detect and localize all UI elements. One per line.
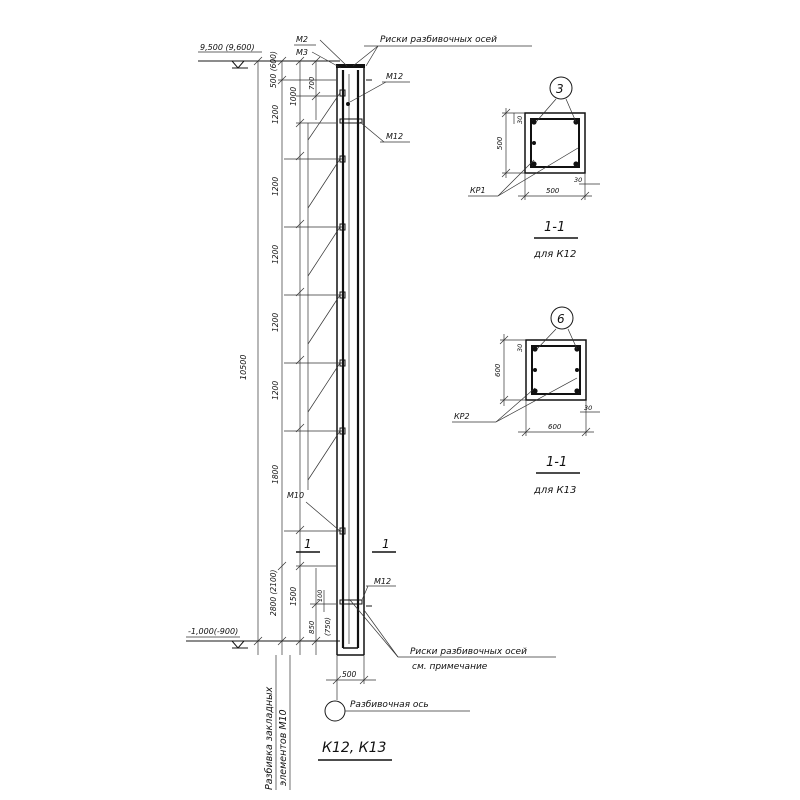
embedded-note-2: элементов М10 <box>278 709 289 786</box>
layout-axis: Разбивочная ось <box>324 684 470 722</box>
m10-label: M10 <box>287 491 304 500</box>
section-marker-right: 1 <box>382 537 390 551</box>
axis-label: Разбивочная ось <box>350 700 429 710</box>
column-title-text: К12, К13 <box>322 740 386 756</box>
section-k13-cage: КР2 <box>454 412 470 421</box>
section-k13-title: 1-1 <box>546 455 567 470</box>
dim-100: 100 <box>316 590 324 602</box>
column-width-label: 500 <box>342 670 357 679</box>
dim-spacing-3: 1200 <box>271 245 280 264</box>
section-cut-markers: 1 1 <box>296 537 396 553</box>
section-k13-bubble <box>550 306 574 330</box>
m12-lower-label: M12 <box>374 577 391 586</box>
dim-spacing-6: 1800 <box>271 465 280 484</box>
section-k13-cover-top: 30 <box>516 344 524 352</box>
axis-bubble <box>324 700 346 722</box>
column-title: К12, К13 <box>318 740 392 761</box>
dim-spacing-5: 1200 <box>271 381 280 400</box>
section-k12-cage: КР1 <box>470 186 486 195</box>
dim-750: (750) <box>324 617 332 636</box>
m3-label: M3 <box>296 48 308 57</box>
section-k12: 3 500 30 500 30 КР1 1-1 для К12 <box>468 76 600 260</box>
marks-bottom-note-1: Риски разбивочных осей <box>410 647 527 657</box>
dim-total: 10500 <box>239 355 248 380</box>
section-k12-subtitle: для К12 <box>533 249 576 260</box>
section-k12-number: 3 <box>556 82 564 96</box>
section-k12-height: 500 <box>496 136 504 150</box>
marks-bottom-note-2: см. примечание <box>412 662 488 672</box>
dim-spacing-1: 1200 <box>271 105 280 124</box>
bottom-elevation-label: -1,000(-900) <box>188 627 238 636</box>
dim-spacing-4: 1200 <box>271 313 280 332</box>
dim-850: 850 <box>308 620 316 634</box>
section-k13-subtitle: для К13 <box>533 485 576 496</box>
m2-label: M2 <box>296 35 308 44</box>
section-k13-number: 6 <box>557 312 565 326</box>
dim-700: 700 <box>308 76 316 90</box>
dim-1500: 1500 <box>289 587 298 606</box>
section-k12-cover-top: 30 <box>516 116 524 124</box>
section-k12-width: 500 <box>546 187 560 195</box>
section-k13: 6 600 30 600 30 КР2 1-1 для К13 <box>452 306 600 496</box>
embedded-note: Разбивка закладных элементов М10 <box>264 655 291 790</box>
section-k13-width: 600 <box>548 423 562 431</box>
m10-leaders: M10 <box>287 92 341 532</box>
dim-bottom-block: 2800 (2100) <box>269 570 278 616</box>
section-k12-bubble <box>549 76 573 100</box>
m12-upper-label: M12 <box>386 72 403 81</box>
section-k13-height: 600 <box>494 363 502 377</box>
dimension-lines: 10500 500 (600) 2800 (2100) 1000 1200 12… <box>239 51 336 655</box>
section-marker-left: 1 <box>304 537 312 551</box>
section-k13-cover-side: 30 <box>584 404 592 412</box>
m12-mid-label: M12 <box>386 132 403 141</box>
marks-top-note: Риски разбивочных осей <box>380 35 497 45</box>
section-k12-title: 1-1 <box>544 220 565 235</box>
dim-top-block: 500 (600) <box>269 51 278 88</box>
dim-spacing-2: 1200 <box>271 177 280 196</box>
element-leaders: M2 M3 M12 M12 M12 Риски разбивочных осей… <box>294 35 556 672</box>
top-elevation-label: 9,500 (9,600) <box>200 43 255 52</box>
embedded-note-1: Разбивка закладных <box>264 686 275 790</box>
dim-1000: 1000 <box>289 87 298 106</box>
column-width-dimension: 500 <box>326 655 376 685</box>
section-k12-cover-side: 30 <box>574 176 582 184</box>
bottom-elevation-mark: -1,000(-900) <box>186 627 340 649</box>
